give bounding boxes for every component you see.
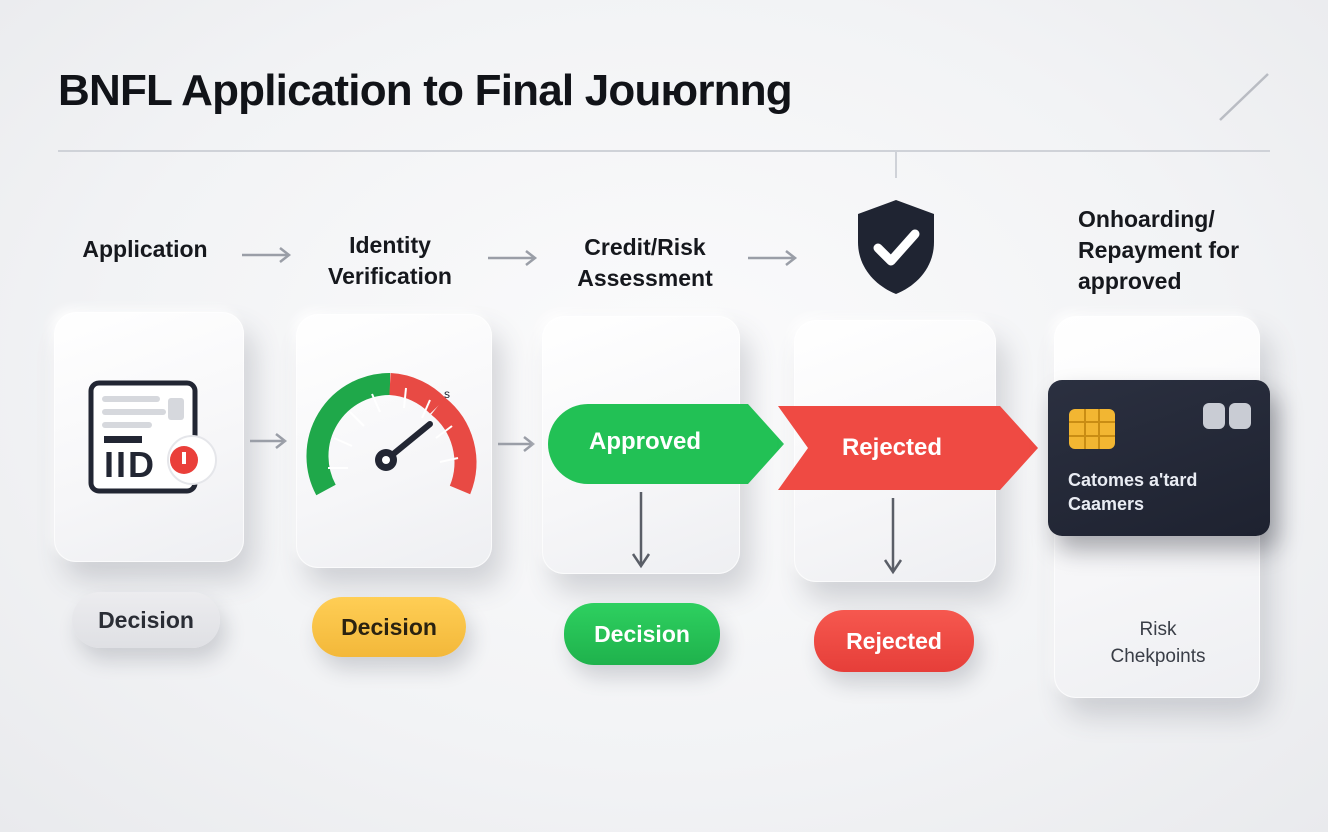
svg-text:s: s <box>444 387 450 401</box>
contactless-badge-icon <box>1203 403 1251 429</box>
title-divider <box>58 150 1270 152</box>
step-label-application: Application <box>82 236 208 262</box>
chip-icon <box>1069 409 1115 449</box>
step-label-onboarding-repayment: Onhoarding/ Repayment for approved <box>1078 206 1240 294</box>
rejected-label: Rejected <box>841 434 943 461</box>
decision-pill-grey: Decision <box>72 592 220 648</box>
arrow-down-icon <box>883 498 903 575</box>
rejected-pill-red: Rejected <box>814 610 974 672</box>
approved-label: Approved <box>588 428 701 455</box>
rejected-flag <box>778 406 1038 490</box>
arrow-right-icon <box>250 433 288 449</box>
id-card-text: IID <box>104 444 157 485</box>
shield-check-icon <box>858 200 934 294</box>
approved-flag <box>548 404 784 484</box>
decision-pill-yellow: Decision <box>312 597 466 657</box>
arrow-right-icon <box>242 247 292 263</box>
credit-card-text: Catomes a'tard Caamers <box>1068 470 1198 514</box>
arrow-right-icon <box>488 250 538 266</box>
page-title: BNFL Application to Final Jouюrnng <box>58 66 793 115</box>
risk-checkpoints-label: Risk Chekpoints <box>1110 619 1206 667</box>
gauge-icon: s <box>306 372 477 496</box>
arrow-right-icon <box>498 436 536 452</box>
decision-pill-green: Decision <box>564 603 720 665</box>
arrow-down-icon <box>631 492 651 569</box>
arrow-right-icon <box>748 250 798 266</box>
id-card-icon <box>88 380 217 494</box>
slash-decoration <box>1219 73 1269 121</box>
divider-tick <box>895 152 897 178</box>
step-label-credit-risk-assessment: Credit/Risk Assessment <box>577 234 713 291</box>
step-label-identity-verification: Identity Verification <box>328 232 452 289</box>
